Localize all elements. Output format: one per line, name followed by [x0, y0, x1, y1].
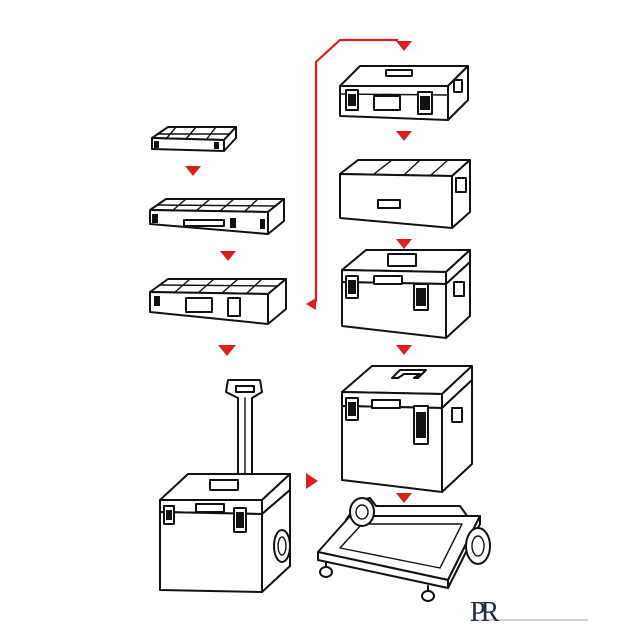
brand-logo: PR [470, 598, 590, 628]
arrow-down-1 [185, 166, 201, 176]
logo-text: PR [470, 597, 499, 628]
arrow-left-to-connector [306, 298, 316, 310]
medium-toolbox [341, 249, 471, 339]
arrow-down-3 [218, 345, 236, 356]
flat-toolbox [339, 65, 469, 121]
medium-organizer [149, 198, 285, 235]
small-organizer [151, 126, 237, 152]
arrow-down-6 [396, 345, 412, 355]
arrow-down-7 [396, 493, 412, 503]
arrows [185, 41, 412, 503]
large-organizer [149, 278, 287, 325]
arrow-down-top-right [396, 41, 412, 51]
open-crate [339, 159, 471, 229]
arrow-down-5 [396, 239, 412, 249]
arrow-down-2 [220, 251, 236, 261]
connector-line [314, 38, 398, 302]
arrow-down-4 [396, 131, 412, 141]
tall-toolbox [341, 365, 473, 493]
rolling-toolbox-with-handle [159, 379, 291, 593]
arrow-right [306, 473, 318, 489]
wheeled-cart-base [317, 497, 491, 602]
